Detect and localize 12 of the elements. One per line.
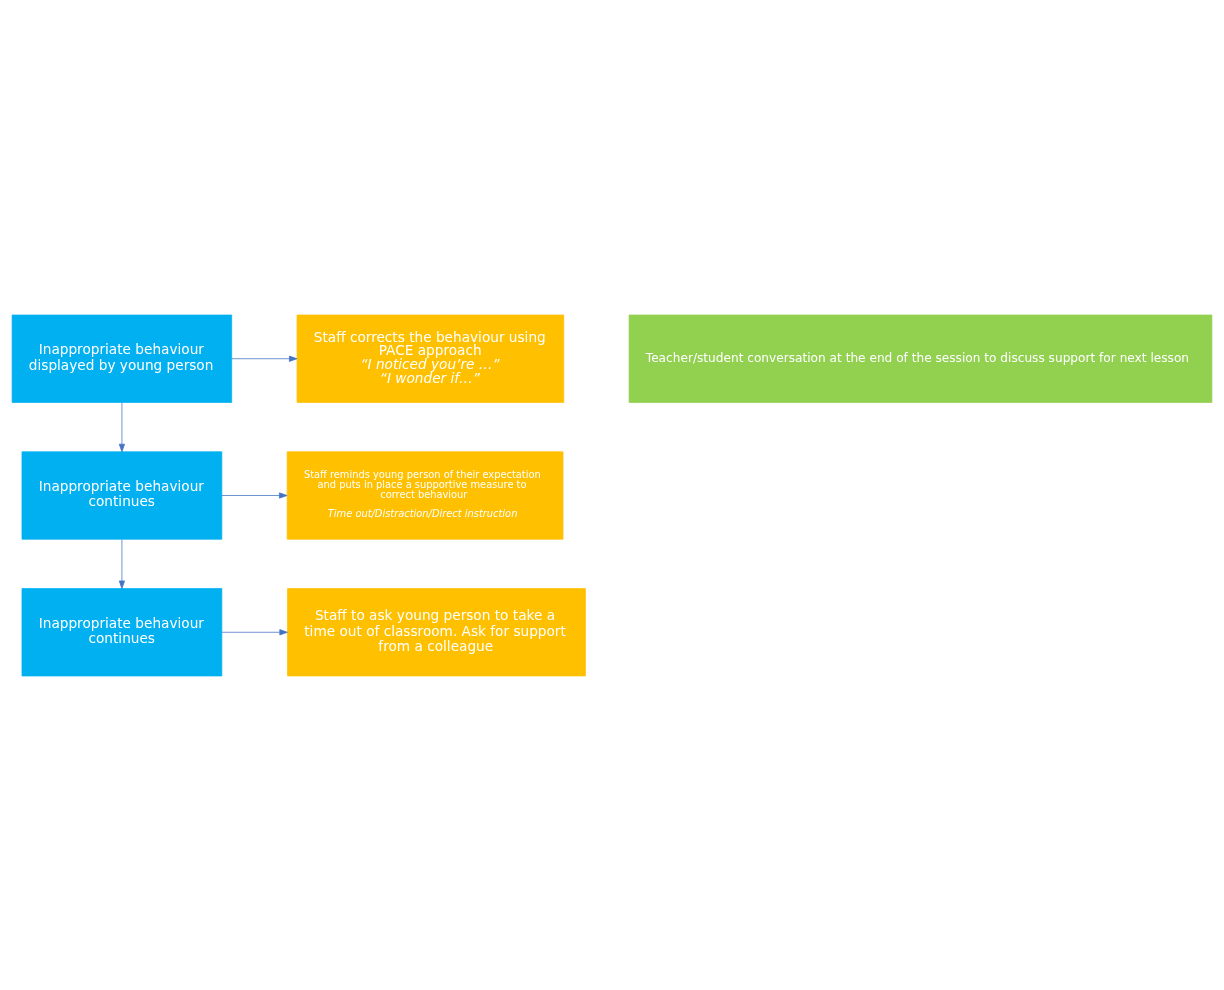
node-box: Inappropriate behaviour continues xyxy=(21,587,223,676)
arrow xyxy=(221,491,288,499)
node-box: Staff to ask young person to take a time out of classroom. Ask for support from a colleague xyxy=(287,587,586,676)
arrow xyxy=(231,355,298,362)
node-box: Inappropriate behaviour continues xyxy=(21,450,223,540)
arrow xyxy=(118,538,125,589)
node-box: Staff corrects the behaviour using PACE approach “I noticed you’re …” “I wonder if…” xyxy=(296,314,565,403)
node-box: Teacher/student conversation at the end of the session to discuss support for next lesson xyxy=(628,314,1213,403)
arrow xyxy=(221,628,288,635)
arrow xyxy=(118,401,125,452)
node-box: Staff reminds young person of their expectation and puts in place a supportive measure to correct behaviour Time out/Distraction/Direct instruction xyxy=(286,450,564,540)
node-box: Inappropriate behaviour displayed by young person xyxy=(11,314,233,403)
